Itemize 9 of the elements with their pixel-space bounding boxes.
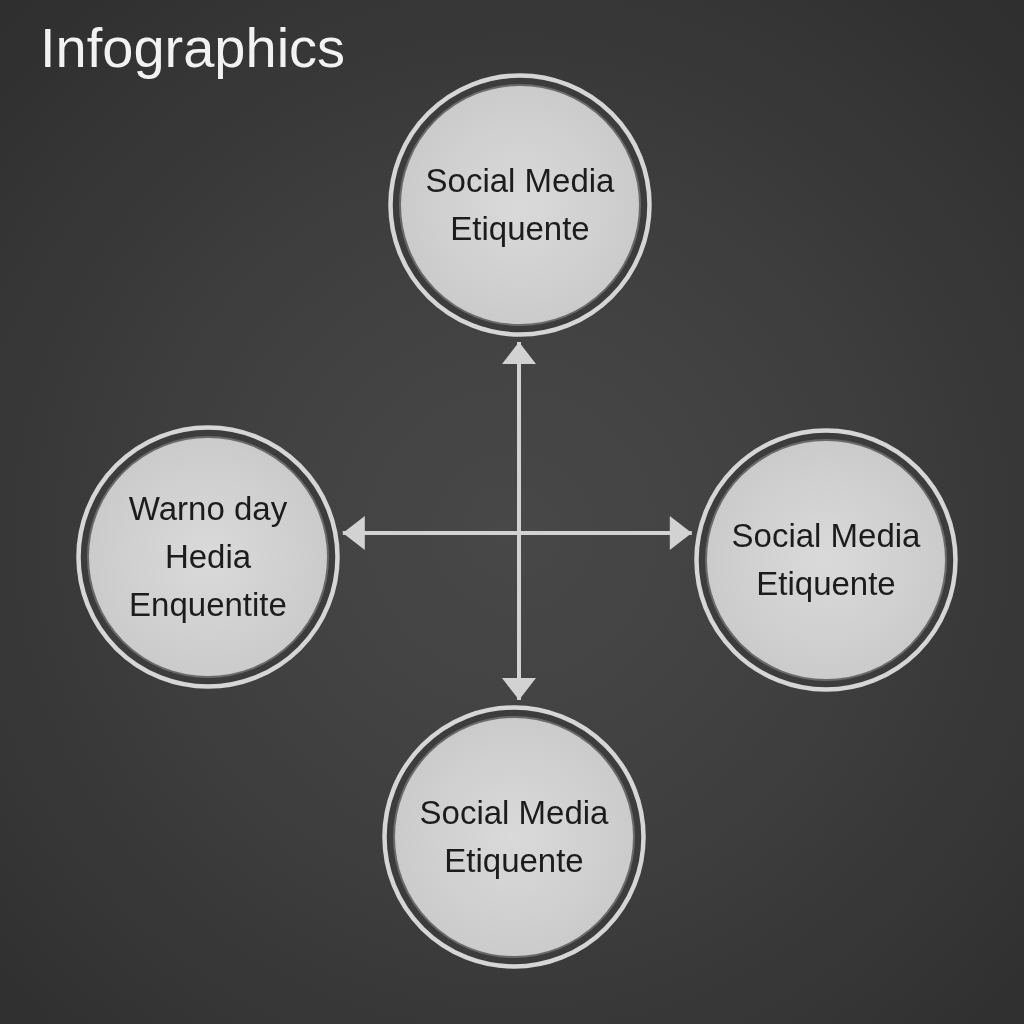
circle-node (382, 705, 646, 969)
circle-label: Social Media Etiquente (730, 516, 922, 604)
circle-label: Social Media Etiquente (418, 793, 610, 881)
diagram-title: Infographics (40, 15, 346, 81)
circle-label: Social Media Etiquente (424, 161, 616, 249)
circle-node (76, 425, 340, 689)
circle-node (388, 73, 652, 337)
circle-label: Warno day Hedia Enquentite (127, 489, 289, 625)
circle-node (694, 428, 958, 692)
